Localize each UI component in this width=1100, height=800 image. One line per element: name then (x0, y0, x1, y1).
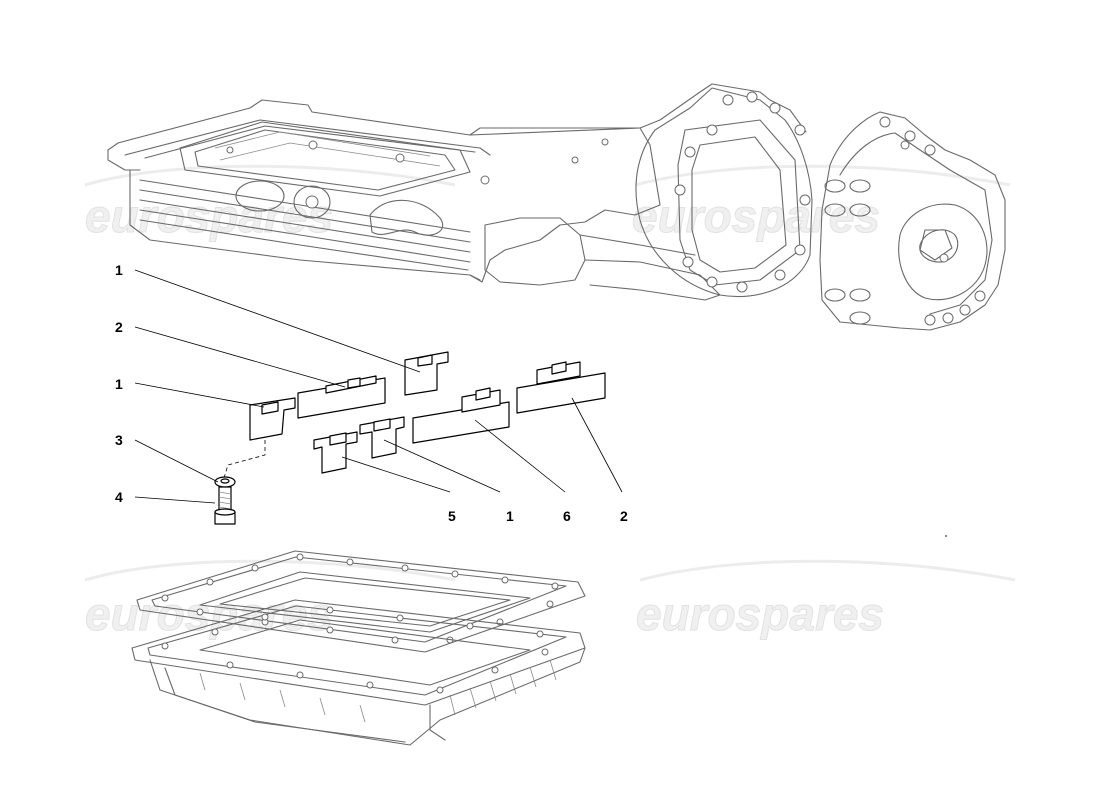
watermark-bottom-right: eurospares (636, 559, 1016, 641)
callout-1-top: 1 (115, 262, 123, 278)
callout-5: 5 (448, 508, 456, 524)
gearbox-casing (107, 83, 813, 301)
speck (945, 535, 947, 537)
svg-text:eurospares: eurospares (636, 588, 884, 640)
svg-text:eurospares: eurospares (632, 190, 880, 242)
svg-text:eurospares: eurospares (85, 588, 333, 640)
baffle-plate-2-left (297, 375, 386, 419)
baffle-bracket-5 (313, 431, 358, 474)
washer-3 (214, 476, 236, 488)
assembly-line (223, 440, 266, 479)
callout-2-top: 2 (115, 319, 123, 335)
callout-1-bottom: 1 (506, 508, 514, 524)
callout-1-left: 1 (115, 376, 123, 392)
oil-sump-pan (131, 599, 586, 746)
baffle-plate-2-right (516, 361, 606, 414)
oil-sump-gasket (136, 550, 586, 653)
callouts: 1 2 1 3 4 5 1 6 2 (115, 262, 628, 524)
baffle-bracket-1-left (249, 397, 296, 441)
callout-2-bottom: 2 (620, 508, 628, 524)
callout-6: 6 (563, 508, 571, 524)
baffle-bracket-1-top (404, 351, 449, 396)
callout-3: 3 (115, 432, 123, 448)
svg-text:eurospares: eurospares (85, 190, 333, 242)
callout-4: 4 (115, 489, 123, 505)
screw-4 (214, 486, 236, 525)
baffle-bracket-1-middle (359, 416, 405, 459)
watermark-top-left: eurospares (85, 164, 456, 243)
rear-housing (819, 111, 1006, 331)
baffle-plate-6 (412, 387, 510, 444)
leader-lines (134, 269, 623, 504)
watermark-bottom-left: eurospares (85, 559, 456, 641)
